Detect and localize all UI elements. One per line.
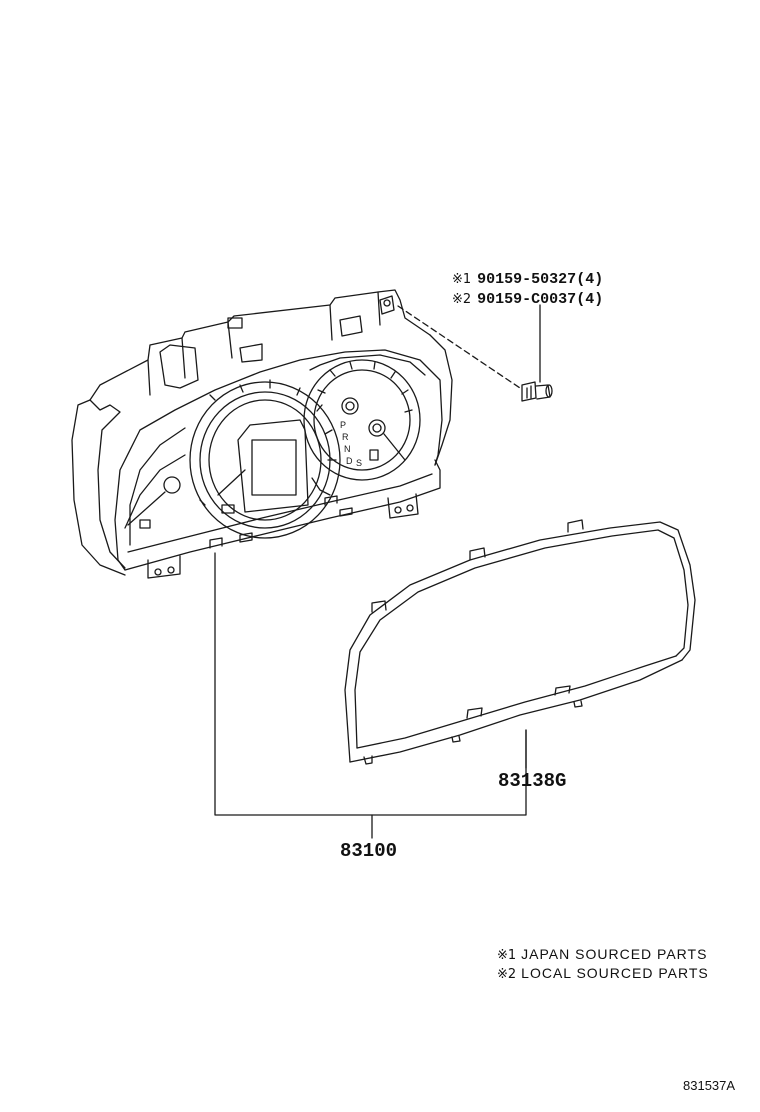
- legend-item-2: ※2 LOCAL SOURCED PARTS: [497, 966, 709, 981]
- legend-item-1-mark: ※1: [497, 948, 517, 963]
- gear-letter-d: D: [346, 456, 353, 466]
- leader-bolt-dashed: [397, 305, 521, 389]
- gear-letter-s: S: [356, 458, 362, 468]
- part-label-meter-assembly: 83100: [340, 840, 398, 862]
- screw-drawing: [521, 381, 553, 402]
- bolt-callout-2-part: 90159-C0037: [477, 291, 577, 308]
- legend-item-1: ※1 JAPAN SOURCED PARTS: [497, 947, 707, 962]
- part-label-glass: 83138G: [498, 770, 567, 792]
- leader-lines: [214, 304, 541, 839]
- gear-letter-r: R: [342, 432, 349, 442]
- gear-letter-p: P: [340, 420, 346, 430]
- bolt-callout-2-qty: (4): [576, 291, 604, 308]
- bolt-callout-1: ※1 90159-50327(4): [452, 272, 603, 287]
- leader-assembly: [214, 552, 527, 816]
- legend-item-2-text: LOCAL SOURCED PARTS: [521, 965, 709, 981]
- meter-glass-drawing: [344, 519, 696, 765]
- gear-letter-n: N: [344, 444, 351, 454]
- bolt-callout-1-qty: (4): [576, 271, 604, 288]
- bolt-callout-2-mark: ※2: [452, 292, 472, 307]
- combination-meter-drawing: [71, 289, 453, 579]
- diagram-reference-code: 831537A: [683, 1078, 736, 1093]
- bolt-callout-2: ※2 90159-C0037(4): [452, 292, 603, 307]
- bolt-callout-1-part: 90159-50327: [477, 271, 577, 288]
- legend-item-1-text: JAPAN SOURCED PARTS: [521, 946, 708, 962]
- bolt-callout-1-mark: ※1: [452, 272, 472, 287]
- legend-item-2-mark: ※2: [497, 967, 517, 982]
